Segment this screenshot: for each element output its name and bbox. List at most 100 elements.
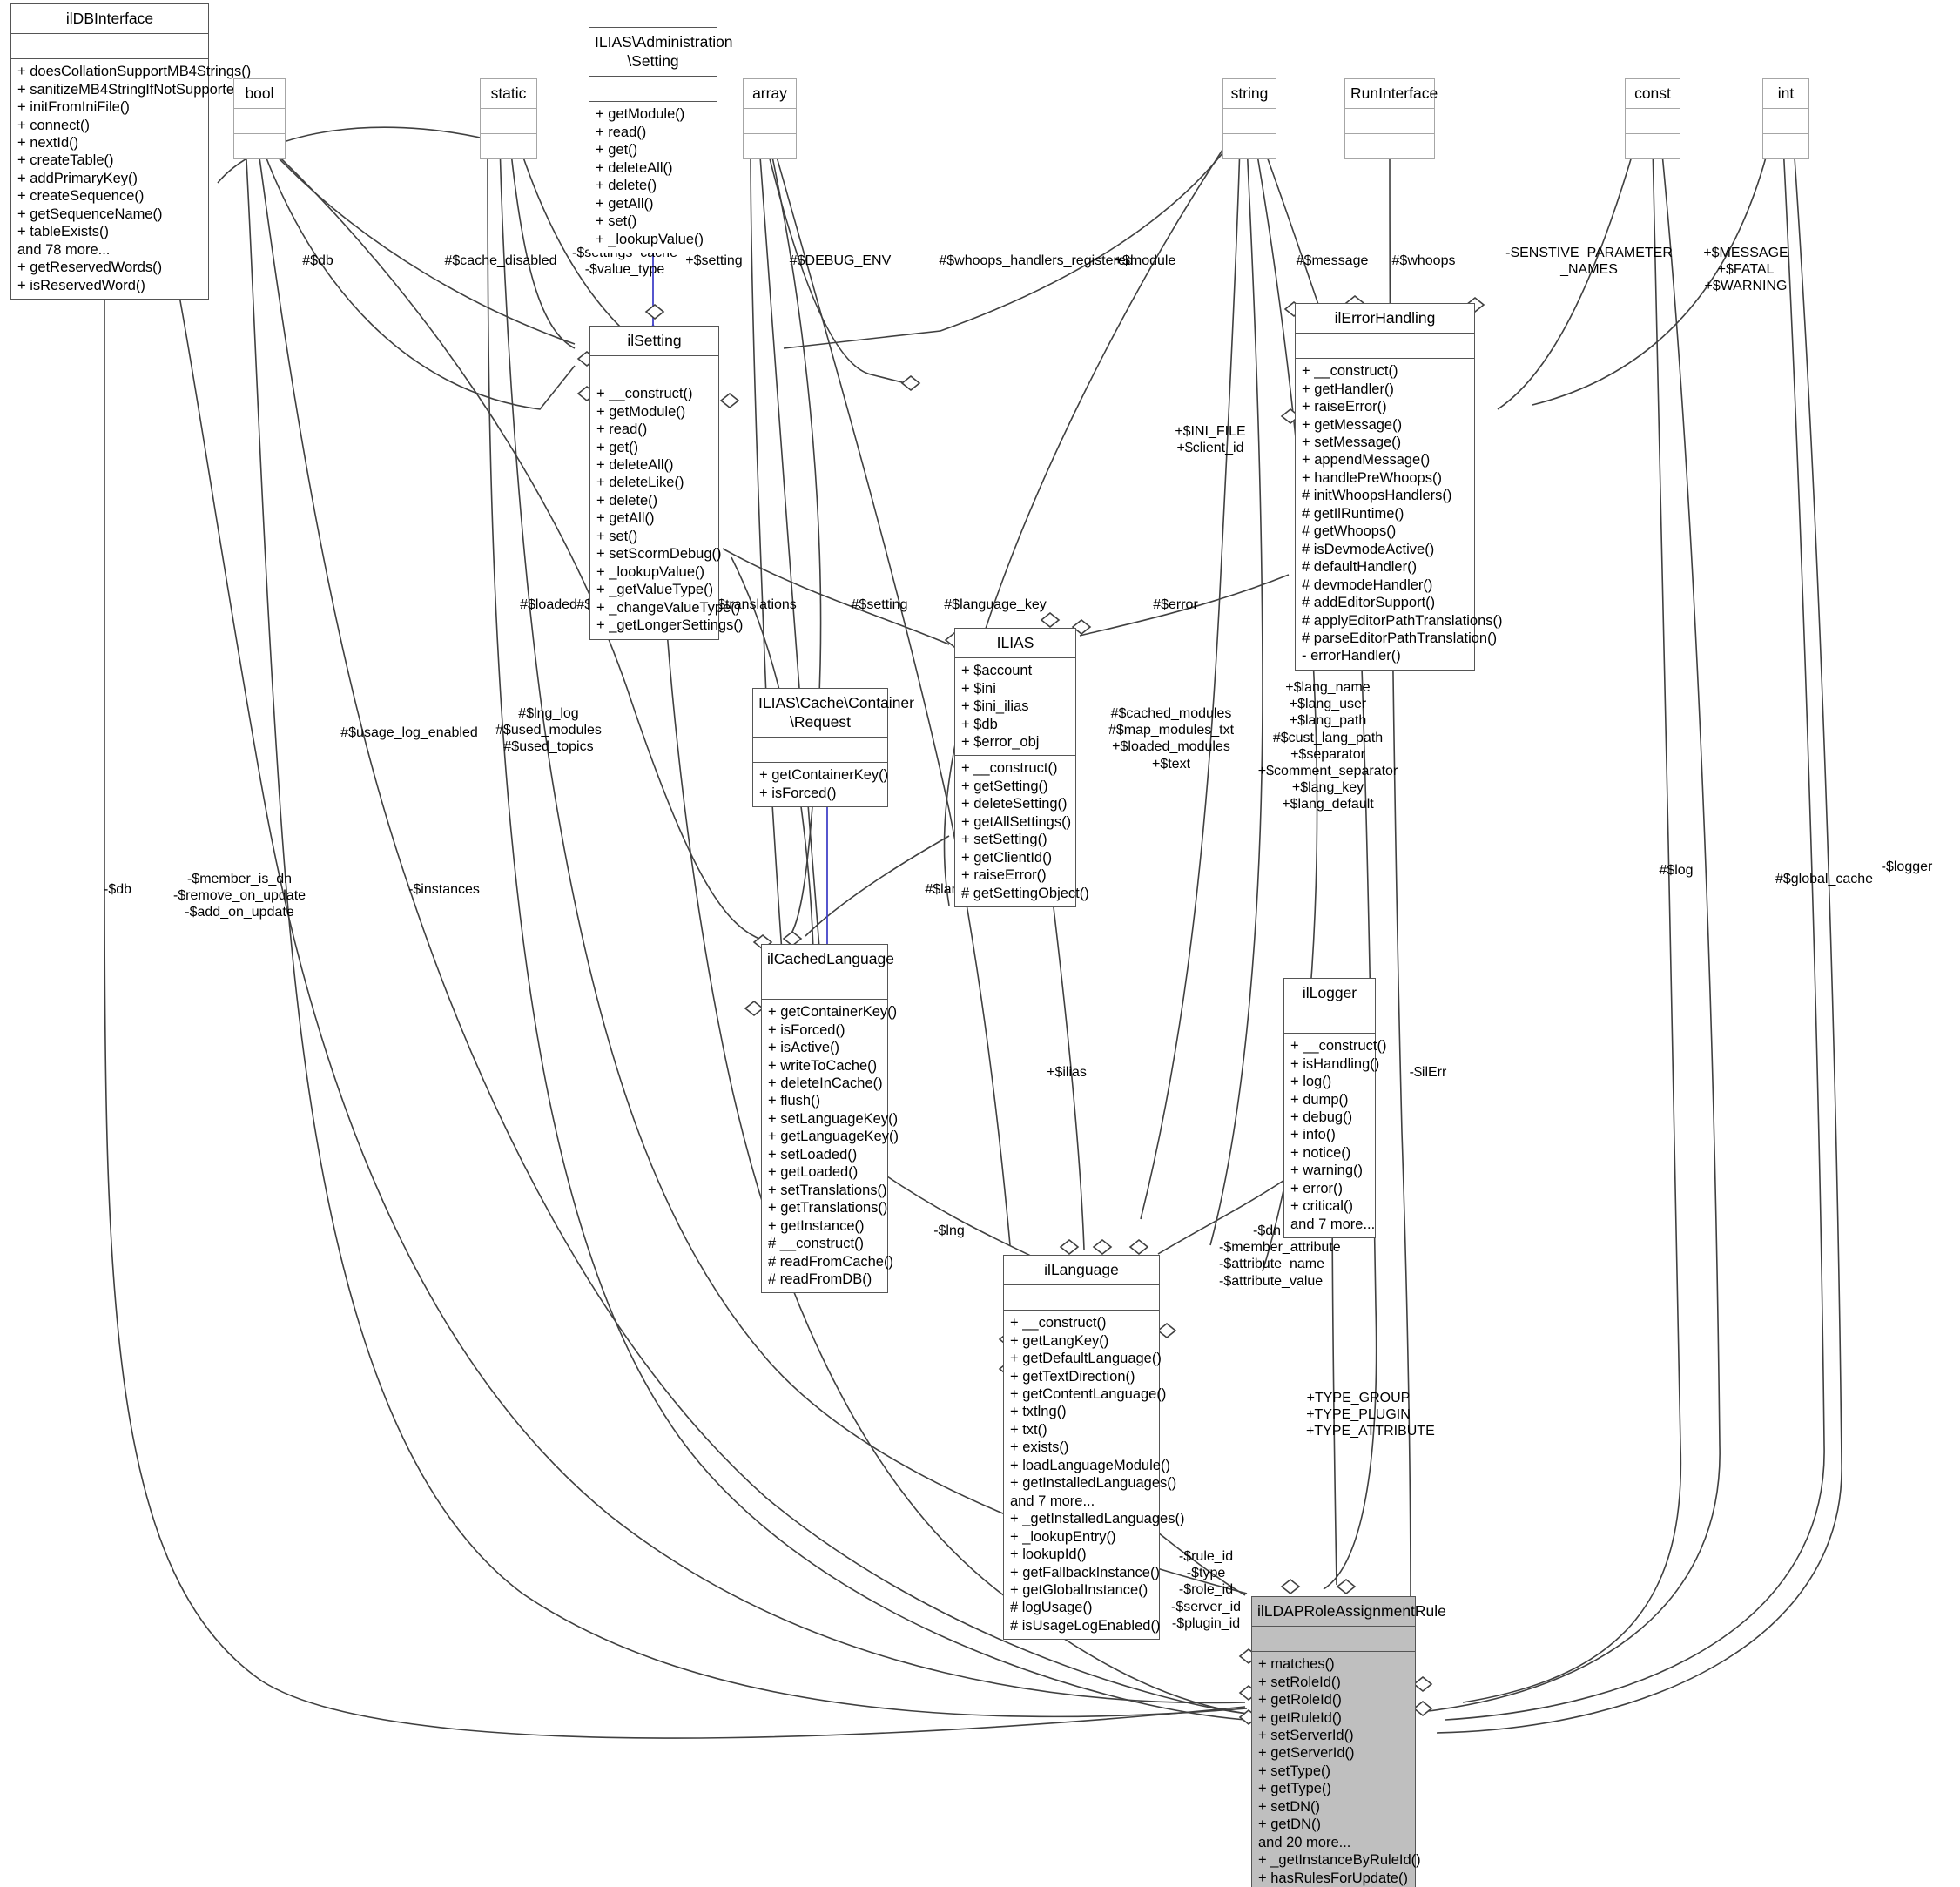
member-item: + __construct() xyxy=(1290,1038,1387,1055)
member-item: + _lookupValue() xyxy=(596,563,704,580)
member-item: + delete() xyxy=(596,178,657,194)
node-ILIAS[interactable]: ILIAS + $account+ $ini+ $ini_ilias+ $db+… xyxy=(954,628,1089,908)
node-int[interactable]: int xyxy=(1762,78,1809,160)
member-item: + getContainerKey() xyxy=(768,1004,898,1021)
node-ilLanguage[interactable]: ilLanguage + __construct()+ getLangKey()… xyxy=(1003,1255,1185,1641)
method-list: + doesCollationSupportMB4Strings()+ sani… xyxy=(17,63,253,294)
edge-label-logger: +TYPE_GROUP +TYPE_PLUGIN +TYPE_ATTRIBUTE xyxy=(1306,1391,1435,1439)
member-item: + get() xyxy=(596,439,639,455)
node-title: ilLanguage xyxy=(1044,1261,1119,1278)
member-item: + nextId() xyxy=(17,135,79,152)
node-title: ilLogger xyxy=(1302,984,1357,1001)
node-ilLDAPRoleAssignmentRule[interactable]: ilLDAPRoleAssignmentRule + matches()+ se… xyxy=(1251,1596,1446,1887)
member-item: + __construct() xyxy=(596,386,693,402)
member-item: + notice() xyxy=(1290,1144,1351,1161)
member-item: + _getLongerSettings() xyxy=(596,617,744,634)
member-item: + _lookupValue() xyxy=(596,231,704,247)
node-ilSetting[interactable]: ilSetting + __construct()+ getModule()+ … xyxy=(589,326,744,640)
member-item: + dump() xyxy=(1290,1091,1349,1108)
edge-label-cached-modules: #$cached_modules #$map_modules_txt +$loa… xyxy=(1108,706,1235,772)
edge-label-sensitive: -SENSTIVE_PARAMETER _NAMES xyxy=(1505,246,1673,278)
edge-label-instances-2: -$instances xyxy=(408,882,480,897)
node-title: RunInterface xyxy=(1350,84,1438,102)
node-ilErrorHandling[interactable]: ilErrorHandling + __construct()+ getHand… xyxy=(1295,303,1503,671)
node-attributes xyxy=(1626,108,1680,133)
member-item: + isHandling() xyxy=(1290,1055,1380,1072)
node-ilCachedLanguage[interactable]: ilCachedLanguage + getContainerKey()+ is… xyxy=(761,944,899,1294)
member-item: # devmodeHandler() xyxy=(1302,576,1433,593)
member-item: + raiseError() xyxy=(961,867,1047,884)
node-title: ilDBInterface xyxy=(65,10,154,27)
edge-label-member-is-dn: -$member_is_dn -$remove_on_update -$add_… xyxy=(172,872,306,920)
node-attributes xyxy=(1296,333,1474,358)
method-list: + __construct()+ getLangKey()+ getDefaul… xyxy=(1010,1314,1185,1634)
node-methods xyxy=(1626,133,1680,158)
member-item: and 7 more... xyxy=(1290,1216,1376,1232)
node-ilDBInterface[interactable]: ilDBInterface + doesCollationSupportMB4S… xyxy=(10,3,253,300)
member-item: + sanitizeMB4StringIfNotSupported() xyxy=(17,81,253,98)
node-string[interactable]: string xyxy=(1222,78,1276,160)
member-item: + setSetting() xyxy=(961,832,1047,848)
member-item: + getClientId() xyxy=(961,849,1053,866)
edge-label-lng: -$rule_id -$type -$role_id -$server_id -… xyxy=(1170,1549,1242,1631)
member-item: + handlePreWhoops() xyxy=(1302,469,1442,486)
member-item: + createSequence() xyxy=(17,188,145,205)
node-attributes xyxy=(1223,108,1276,133)
member-item: + txt() xyxy=(1010,1421,1047,1438)
member-item: + appendMessage() xyxy=(1302,452,1431,468)
member-item: + getInstalledLanguages() xyxy=(1010,1475,1177,1492)
member-item: + setLanguageKey() xyxy=(768,1110,899,1127)
node-ilias-administration-setting[interactable]: ILIAS\Administration \Setting + getModul… xyxy=(589,27,733,254)
node-attributes xyxy=(1284,1008,1375,1033)
node-const[interactable]: const xyxy=(1625,78,1680,160)
member-item: + initFromIniFile() xyxy=(17,99,130,116)
member-item: # parseEditorPathTranslation() xyxy=(1302,630,1498,647)
member-item: + getMessage() xyxy=(1302,416,1403,433)
member-item: + error() xyxy=(1290,1180,1344,1196)
member-item: # initWhoopsHandlers() xyxy=(1302,488,1452,504)
member-item: + _getInstanceByRuleId() xyxy=(1258,1852,1421,1869)
member-item: + debug() xyxy=(1290,1109,1353,1126)
method-list: + matches()+ setRoleId()+ getRoleId()+ g… xyxy=(1258,1655,1421,1887)
member-item: + hasRulesForUpdate() xyxy=(1258,1870,1408,1886)
member-item: + $ini_ilias xyxy=(961,698,1029,715)
member-item: + setServerId() xyxy=(1258,1728,1354,1744)
node-attributes xyxy=(234,108,285,133)
node-title: ilCachedLanguage xyxy=(767,950,894,967)
node-methods: + __construct()+ getSetting()+ deleteSet… xyxy=(955,755,1089,906)
node-attributes xyxy=(1763,108,1808,133)
member-item: + $ini xyxy=(961,680,996,697)
node-ilias-cache-container-request[interactable]: ILIAS\Cache\Container \Request + getCont… xyxy=(752,688,914,808)
member-item: + _getInstalledLanguages() xyxy=(1010,1511,1185,1527)
attribute-list: + $account+ $ini+ $ini_ilias+ $db+ $erro… xyxy=(961,662,1069,751)
node-static[interactable]: static xyxy=(480,78,537,160)
member-item: + raiseError() xyxy=(1302,399,1387,415)
node-methods: + matches()+ setRoleId()+ getRoleId()+ g… xyxy=(1252,1651,1421,1887)
member-item: + delete() xyxy=(596,492,658,509)
node-title: string xyxy=(1230,84,1269,102)
node-title: ILIAS xyxy=(996,634,1034,651)
member-item: + deleteLike() xyxy=(596,475,684,491)
node-methods: + __construct()+ getModule()+ read()+ ge… xyxy=(590,381,744,638)
node-ilLogger[interactable]: ilLogger + __construct()+ isHandling() + … xyxy=(1283,978,1387,1239)
member-item: + lookupId() xyxy=(1010,1547,1087,1563)
member-item: + $error_obj xyxy=(961,734,1040,751)
node-methods: + getContainerKey()+ isForced() xyxy=(753,762,889,806)
node-RunInterface[interactable]: RunInterface xyxy=(1344,78,1438,160)
edge-label-usage-log: #$usage_log_enabled xyxy=(340,725,478,740)
member-item: + setTranslations() xyxy=(768,1182,887,1198)
member-item: # getWhoops() xyxy=(1302,523,1397,540)
member-item: + getRoleId() xyxy=(1258,1692,1342,1708)
member-item: and 20 more... xyxy=(1258,1834,1351,1850)
member-item: + setMessage() xyxy=(1302,435,1402,451)
member-item: + get() xyxy=(596,142,638,158)
edge-label-db-1: #$db xyxy=(302,253,333,268)
member-item: # isDevmodeActive() xyxy=(1302,541,1435,557)
member-item: + deleteAll() xyxy=(596,159,673,176)
node-array[interactable]: array xyxy=(743,78,797,160)
member-item: + getContainerKey() xyxy=(759,767,889,784)
member-item: + $account xyxy=(961,663,1033,679)
node-title: bool xyxy=(245,84,274,102)
node-bool[interactable]: bool xyxy=(233,78,286,160)
member-item: + getFallbackInstance() xyxy=(1010,1564,1160,1580)
